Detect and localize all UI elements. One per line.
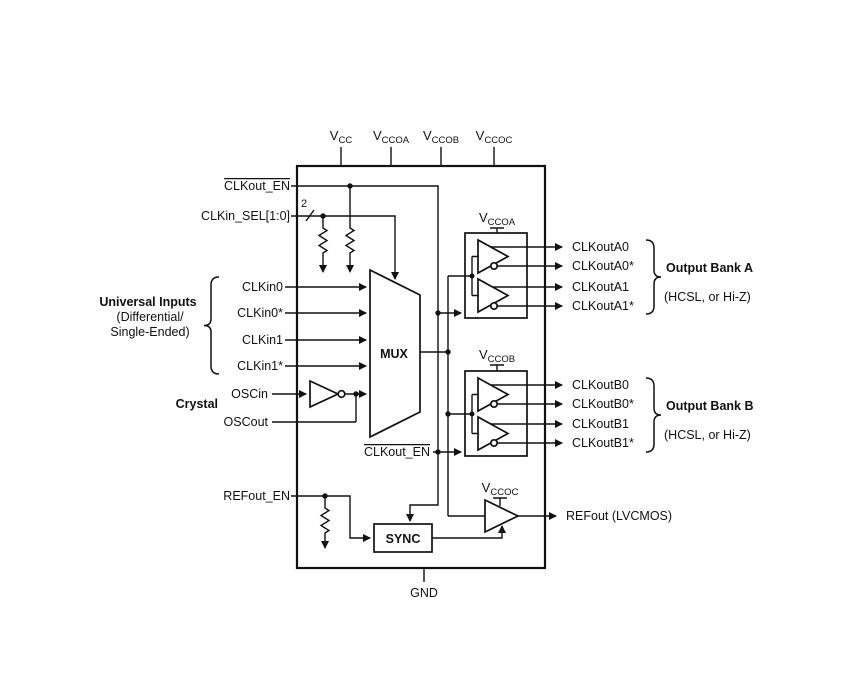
junction-dots	[320, 183, 475, 499]
bank-b-subtitle: (HCSL, or Hi-Z)	[664, 428, 751, 442]
pin-label-clkin-sel: CLKin_SEL[1:0]	[201, 209, 290, 223]
output-label-clkoutb0b: CLKoutB0*	[572, 397, 634, 411]
bank-a-brace	[645, 239, 662, 315]
crystal-label: Crystal	[176, 397, 218, 411]
inversion-bubble	[489, 301, 499, 311]
inversion-bubble	[489, 261, 499, 271]
power-pin-wires	[340, 147, 495, 166]
universal-inputs-label: Universal Inputs	[99, 295, 196, 309]
refout-en-pulldown-resistor	[319, 496, 331, 540]
power-pin-vccoa-label: VCCOA	[373, 128, 410, 146]
vccoc-tap	[493, 497, 507, 506]
inversion-bubble	[489, 399, 499, 409]
junction-dot	[322, 493, 328, 499]
bank-a-title: Output Bank A	[666, 261, 753, 275]
chip-outline	[295, 164, 547, 570]
power-pin-vccoc-label: VCCOC	[476, 128, 513, 146]
clkout-en-pulldown-resistor	[344, 186, 356, 264]
output-label-clkoutb0: CLKoutB0	[572, 378, 629, 392]
junction-dot	[347, 183, 353, 189]
inversion-bubble	[489, 438, 499, 448]
mux-label: MUX	[380, 347, 408, 361]
osc-inverter	[309, 379, 341, 409]
mux-block	[369, 268, 421, 439]
power-pin-vcc-label: VCC	[330, 128, 353, 146]
junction-dot	[445, 349, 451, 355]
universal-inputs-brace	[203, 276, 220, 375]
bank-a-subtitle: (HCSL, or Hi-Z)	[664, 290, 751, 304]
output-label-clkouta1: CLKoutA1	[572, 280, 629, 294]
pin-label-oscin: OSCin	[231, 387, 268, 401]
bus-width-slash	[305, 209, 315, 222]
bus-width-label: 2	[301, 198, 307, 210]
junction-dot	[469, 273, 475, 279]
sync-block	[373, 523, 433, 553]
refout-buffer-triangle	[484, 498, 520, 534]
pin-label-oscout: OSCout	[224, 415, 269, 429]
junction-dot	[353, 391, 359, 397]
osc-inverter-bubble	[337, 389, 346, 399]
output-label-clkouta0: CLKoutA0	[572, 240, 629, 254]
sync-label: SYNC	[386, 532, 421, 546]
junction-dot	[435, 310, 441, 316]
pin-label-clkin0b: CLKin0*	[237, 306, 283, 320]
pin-label-clkin1: CLKin1	[242, 333, 283, 347]
clkin-sel-pulldown-resistor	[317, 216, 329, 264]
vccob-tap	[490, 364, 504, 371]
junction-dot	[445, 411, 451, 417]
pin-label-clkin1b: CLKin1*	[237, 359, 283, 373]
sync-output-wire	[432, 525, 506, 539]
oscout-wire	[272, 394, 357, 423]
bank-b-title: Output Bank B	[666, 399, 754, 413]
universal-inputs-sub2: Single-Ended)	[110, 325, 189, 339]
junction-dot	[469, 411, 475, 417]
vccoa-tap	[490, 227, 504, 233]
output-label-clkoutb1: CLKoutB1	[572, 417, 629, 431]
gnd-label: GND	[410, 586, 438, 600]
refout-label: REFout (LVCMOS)	[566, 509, 672, 523]
universal-inputs-sub1: (Differential/	[116, 310, 184, 324]
internal-clkout-en-label: CLKout_EN	[364, 445, 430, 459]
internal-vccoa-label: VCCOA	[479, 210, 516, 228]
pin-label-clkout-en: CLKout_EN	[224, 179, 290, 193]
internal-vccob-label: VCCOB	[479, 347, 515, 365]
output-label-clkoutb1b: CLKoutB1*	[572, 436, 634, 450]
output-label-clkouta1b: CLKoutA1*	[572, 299, 634, 313]
output-label-clkouta0b: CLKoutA0*	[572, 259, 634, 273]
junction-dot	[435, 449, 441, 455]
pin-label-refout-en: REFout_EN	[223, 489, 290, 503]
clkout-en-wire	[291, 185, 439, 522]
internal-vccoc-label: VCCOC	[482, 480, 519, 498]
pin-label-clkin0: CLKin0	[242, 280, 283, 294]
bank-b-brace	[645, 377, 662, 453]
power-pin-vccob-label: VCCOB	[423, 128, 459, 146]
junction-dot	[320, 213, 326, 219]
clkin-sel-wire	[291, 215, 399, 280]
refout-en-wire	[291, 495, 371, 542]
